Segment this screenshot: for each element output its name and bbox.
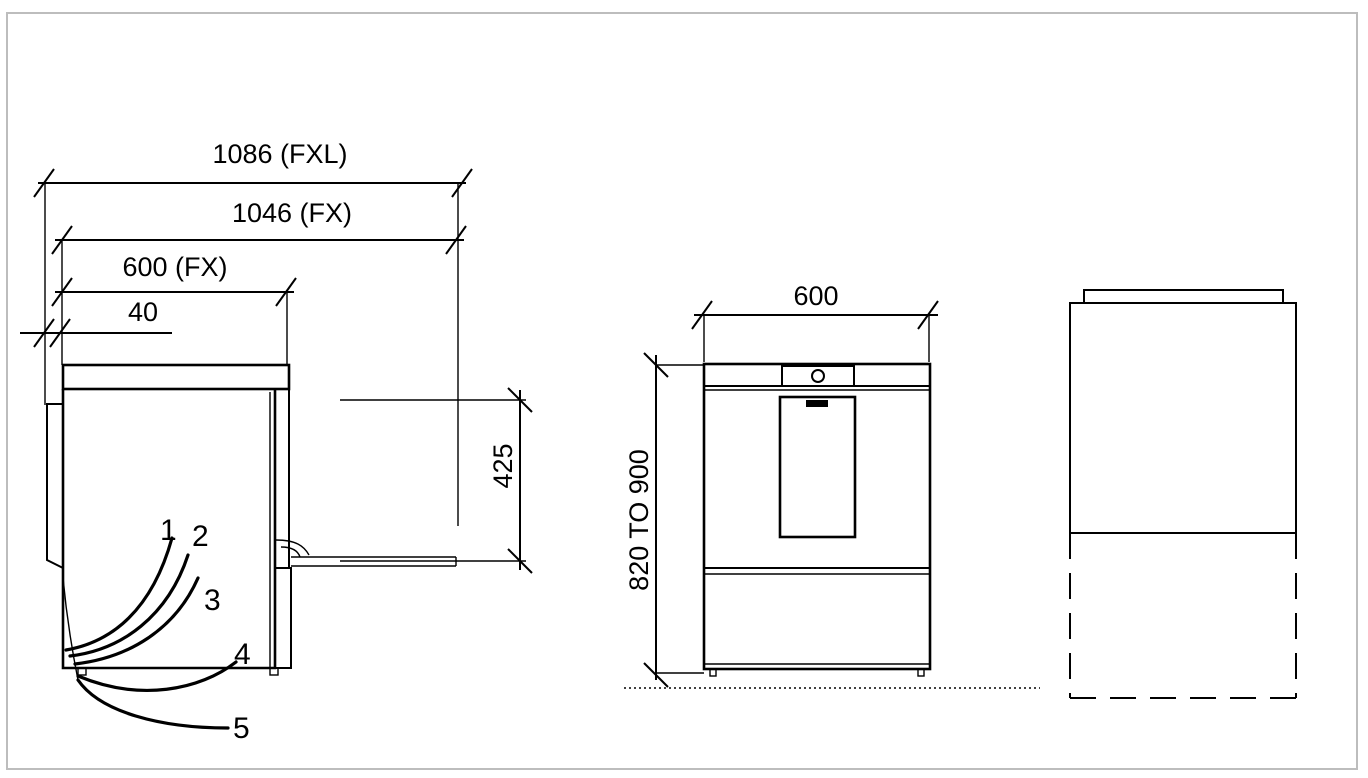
door-handle (806, 400, 828, 407)
hose-4 (76, 660, 238, 692)
top-cap (1083, 289, 1284, 303)
dim-label-600fx: 600 (FX) (122, 252, 227, 282)
connection-label-2: 2 (192, 520, 209, 553)
door-panel (46, 403, 64, 569)
connection-label-3: 3 (204, 584, 221, 617)
dim-tick (33, 318, 55, 348)
dim-tick (507, 387, 533, 413)
dim-tick (275, 277, 297, 307)
hose-1 (64, 536, 174, 652)
dim-label-1046: 1046 (FX) (232, 198, 352, 228)
door-window (778, 395, 857, 539)
upper-block (1069, 302, 1297, 534)
dim-label-425: 425 (488, 443, 518, 488)
machine-base-back (275, 567, 292, 669)
dim-tick (451, 168, 473, 198)
dim-label-height: 820 TO 900 (624, 449, 654, 591)
dim-label-600: 600 (793, 281, 838, 311)
dim-tick (507, 548, 533, 574)
rack-hook (275, 539, 310, 556)
dim-label-40: 40 (128, 297, 158, 327)
foot (77, 667, 87, 676)
hose-2 (68, 553, 190, 658)
dim-tick (917, 300, 939, 330)
outline-view (1069, 289, 1297, 699)
machine-back (275, 388, 290, 568)
machine-body (61, 389, 277, 670)
drawing-frame (6, 12, 1358, 770)
hose-bundle (62, 577, 79, 681)
connection-label-1: 1 (160, 514, 177, 547)
dim-tick (33, 168, 55, 198)
machine-front (702, 362, 932, 671)
dim-tick (643, 662, 669, 688)
side-view: 1086 (FXL) 1046 (FX) 600 (FX) 40 (20, 139, 533, 745)
dim-tick (445, 225, 467, 255)
machine-top-cover (61, 363, 291, 391)
dim-tick (49, 318, 71, 348)
rack-hook (280, 546, 301, 558)
connection-label-5: 5 (233, 712, 250, 745)
dim-label-1086: 1086 (FXL) (212, 139, 347, 169)
control-panel (781, 365, 855, 387)
hose-5 (76, 678, 230, 730)
power-knob-icon (811, 369, 825, 383)
foot (269, 667, 279, 676)
dim-tick (691, 300, 713, 330)
foot (709, 668, 717, 677)
connection-label-4: 4 (234, 638, 251, 671)
hose-3 (73, 576, 200, 666)
front-view: 600 820 TO 900 (624, 281, 1040, 689)
foot (917, 668, 925, 677)
